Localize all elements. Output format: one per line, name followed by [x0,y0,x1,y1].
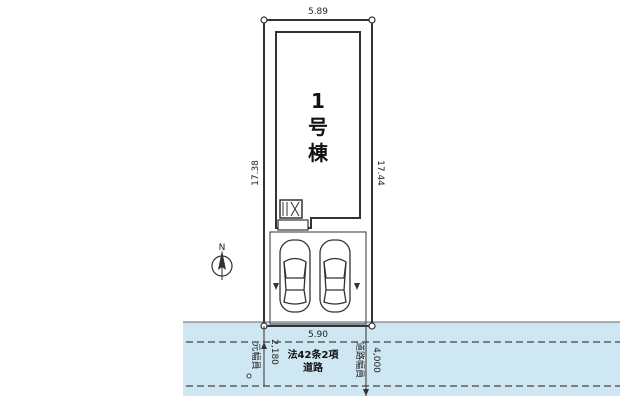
bottom-width-label: 5.90 [308,330,328,340]
parking-area [269,231,367,325]
road-label-line1: 法42条2項 [288,348,340,361]
original-width-value: 2,180 [269,339,279,365]
road-label-line2: 道路 [303,361,324,374]
north-label: N [219,243,226,253]
car-icon [319,239,351,313]
original-width-arrow-icon [261,342,267,349]
original-width-label: 元幅員 [250,342,262,369]
building-label-line1: 号 [308,115,328,139]
north-arrow-icon [211,250,233,280]
corner-marker [260,16,268,24]
original-width-start-marker [246,373,252,379]
road-width-label: 道路幅員 [354,342,366,378]
building-number: 1 [311,89,325,113]
building-label-line2: 棟 [308,141,329,165]
car-icon [279,239,311,313]
road-width-value: 4,000 [371,347,381,373]
entrance-step [277,219,309,231]
top-width-label: 5.89 [308,7,328,17]
road-width-arrow-icon [363,389,369,396]
building-outline [275,31,361,229]
corner-marker [368,16,376,24]
corner-marker [368,322,376,330]
entrance-porch [279,199,303,219]
right-length-label: 17.44 [375,160,385,186]
road-area [183,322,620,396]
left-length-label: 17.38 [251,160,261,186]
parking-arrow-icon [273,283,360,290]
entrance-hatch [282,201,300,217]
